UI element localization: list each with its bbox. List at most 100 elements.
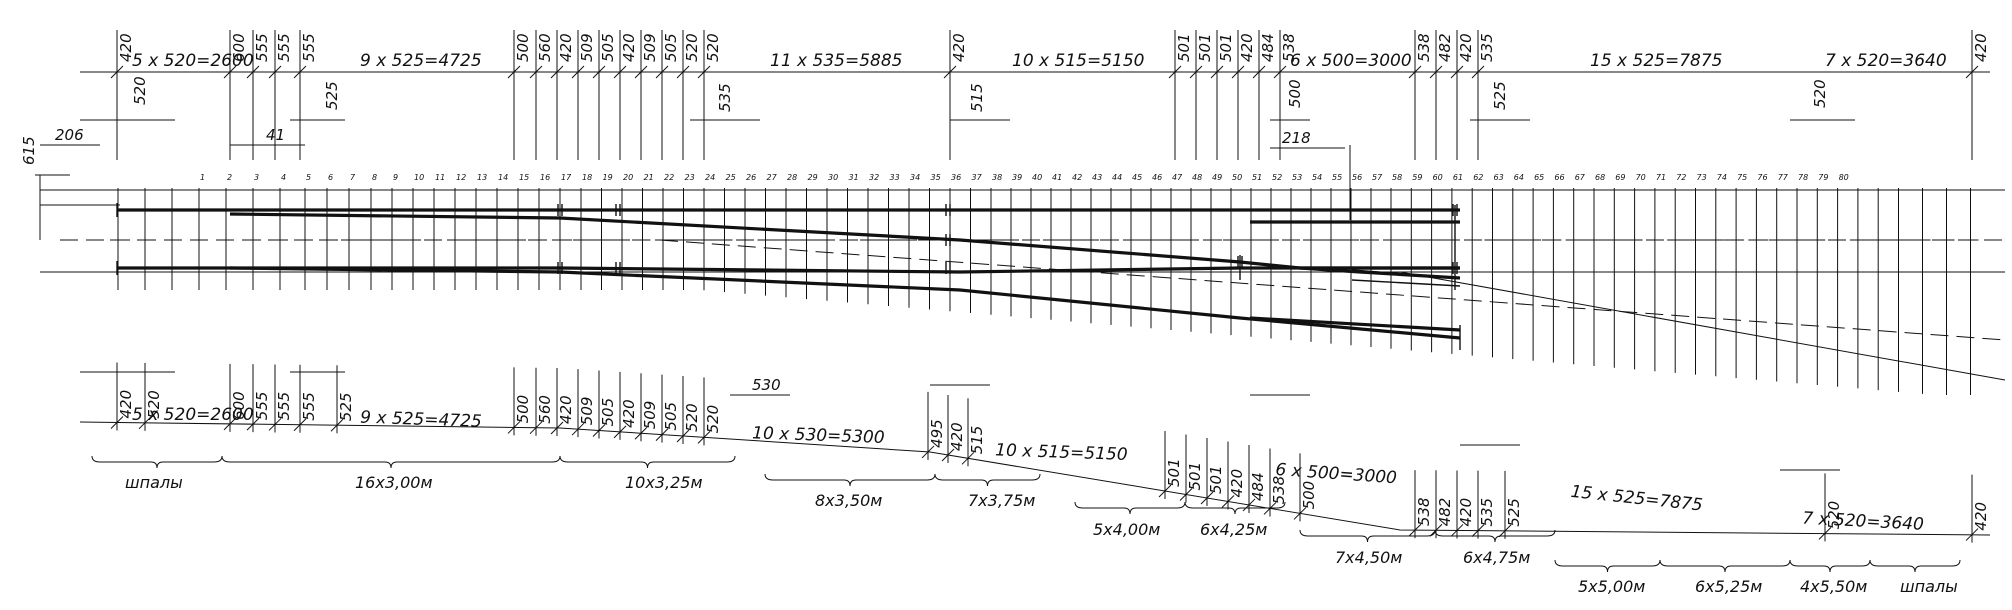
top-vertical-dim: 420 bbox=[620, 33, 638, 62]
group-shpaly-left: шпалы bbox=[125, 473, 183, 492]
bottom-vertical-dim: 505 bbox=[599, 398, 617, 427]
top-secondary-525: 525 bbox=[323, 81, 341, 110]
sleeper-number: 62 bbox=[1473, 173, 1483, 182]
sleeper-number: 11 bbox=[435, 173, 445, 182]
dimension-tick bbox=[1273, 65, 1287, 79]
frog-point-line-2 bbox=[1351, 279, 1461, 287]
dimension-tick bbox=[1408, 523, 1422, 537]
dimension-tick bbox=[592, 65, 606, 79]
top-secondary-500: 500 bbox=[1286, 79, 1304, 108]
sleeper-number: 51 bbox=[1252, 173, 1262, 182]
sleeper-number: 54 bbox=[1312, 173, 1322, 182]
dimension-tick bbox=[634, 65, 648, 79]
group-5x500: 5х5,00м bbox=[1578, 577, 1645, 596]
group-brace bbox=[1869, 559, 1961, 573]
dimension-tick bbox=[1168, 65, 1182, 79]
group-brace bbox=[91, 455, 223, 469]
dimension-tick bbox=[1450, 524, 1464, 537]
bottom-vertical-dim: 420 bbox=[620, 399, 638, 428]
bottom-vertical-dim: 509 bbox=[578, 397, 596, 426]
dimension-tick bbox=[943, 65, 957, 79]
sleeper-number: 32 bbox=[869, 173, 879, 182]
sleeper-number: 61 bbox=[1453, 173, 1463, 182]
sleeper-number: 19 bbox=[603, 173, 613, 182]
sleeper-number: 78 bbox=[1798, 173, 1808, 182]
bottom-vertical-dim: 482 bbox=[1436, 498, 1454, 527]
group-shpaly-right: шпалы bbox=[1900, 577, 1958, 596]
bottom-vertical-dim: 420 bbox=[948, 422, 966, 451]
group-6x425: 6х4,25м bbox=[1200, 520, 1267, 539]
top-vertical-dim: 420 bbox=[117, 33, 135, 62]
top-dim-9x525: 9 x 525=4725 bbox=[360, 51, 482, 71]
dimension-tick bbox=[1252, 65, 1266, 79]
bottom-dim-15x525: 15 x 525=7875 bbox=[1570, 482, 1704, 516]
top-dim-10x515: 10 x 515=5150 bbox=[1012, 51, 1144, 71]
dimension-tick bbox=[1450, 65, 1464, 79]
sleeper-number: 47 bbox=[1172, 173, 1183, 182]
bottom-vertical-dim: 500 bbox=[514, 395, 532, 424]
sleeper-number: 27 bbox=[767, 173, 778, 182]
sleeper-number: 18 bbox=[582, 173, 592, 182]
sleeper-number: 10 bbox=[414, 173, 424, 182]
top-vertical-dim: 420 bbox=[1238, 33, 1256, 62]
sleeper-number: 12 bbox=[456, 173, 466, 182]
sleeper-number: 65 bbox=[1534, 173, 1544, 182]
dimension-tick bbox=[655, 428, 669, 441]
sleeper-number: 31 bbox=[849, 173, 859, 182]
group-4x550: 4х5,50м bbox=[1800, 577, 1867, 596]
sleepers bbox=[110, 188, 1979, 395]
top-vertical-dim: 555 bbox=[300, 33, 318, 62]
bottom-dimension-line bbox=[79, 421, 1991, 536]
bottom-vertical-dim: 505 bbox=[662, 402, 680, 431]
sleeper-number: 58 bbox=[1392, 173, 1402, 182]
dimension-tick bbox=[1429, 523, 1443, 537]
top-vertical-dim: 538 bbox=[1280, 33, 1298, 62]
dimension-tick bbox=[507, 421, 521, 434]
bottom-vertical-dim: 501 bbox=[1165, 458, 1183, 487]
top-vertical-dim: 420 bbox=[1972, 33, 1990, 62]
dimension-tick bbox=[246, 65, 260, 79]
group-10x325: 10х3,25м bbox=[625, 473, 703, 492]
rails bbox=[116, 203, 1461, 350]
bottom-vertical-dim: 495 bbox=[928, 419, 946, 448]
group-brace bbox=[221, 455, 561, 469]
dimension-tick bbox=[268, 418, 282, 431]
group-labels: шпалы 16х3,00м 10х3,25м 8х3,50м 7х3,75м … bbox=[125, 473, 1958, 596]
sleeper-number: 59 bbox=[1412, 173, 1422, 182]
bottom-vertical-dim: 525 bbox=[1505, 498, 1523, 527]
dimension-tick bbox=[268, 65, 282, 79]
dimension-tick bbox=[1210, 65, 1224, 79]
sleeper-number: 67 bbox=[1575, 173, 1586, 182]
rail-joints bbox=[557, 204, 1458, 274]
dimension-tick bbox=[1221, 495, 1235, 508]
dimension-tick bbox=[571, 422, 585, 436]
sleeper-number: 70 bbox=[1636, 173, 1646, 182]
sleeper-number: 68 bbox=[1595, 173, 1605, 182]
dimension-tick bbox=[1231, 65, 1245, 79]
top-vertical-dim: 420 bbox=[1457, 33, 1475, 62]
dimension-tick bbox=[293, 418, 307, 432]
dimension-tick bbox=[293, 65, 307, 79]
bottom-vertical-dim: 420 bbox=[1457, 498, 1475, 527]
dim-530: 530 bbox=[752, 376, 781, 394]
dim-41: 41 bbox=[266, 126, 285, 144]
group-brace bbox=[1554, 559, 1661, 573]
top-vertical-dim: 600 bbox=[230, 33, 248, 62]
sleeper-number: 35 bbox=[931, 173, 941, 182]
dimension-tick bbox=[613, 65, 627, 79]
dim-615: 615 bbox=[20, 136, 38, 165]
bottom-dim-6x500: 6 x 500=3000 bbox=[1275, 460, 1398, 488]
top-secondary-525b: 525 bbox=[1491, 81, 1509, 110]
sleeper-number: 80 bbox=[1839, 173, 1849, 182]
dimension-tick bbox=[921, 445, 935, 459]
sleeper-number: 7 bbox=[350, 173, 356, 182]
sleeper-number: 79 bbox=[1818, 173, 1828, 182]
group-6x475: 6х4,75м bbox=[1463, 548, 1530, 567]
bottom-vertical-dim: 520 bbox=[704, 405, 722, 434]
sleeper-number: 40 bbox=[1032, 173, 1042, 182]
sleeper-number: 52 bbox=[1272, 173, 1282, 182]
top-secondary-535: 535 bbox=[716, 83, 734, 112]
dim-218: 218 bbox=[1282, 129, 1311, 147]
top-vertical-dim: 500 bbox=[514, 33, 532, 62]
